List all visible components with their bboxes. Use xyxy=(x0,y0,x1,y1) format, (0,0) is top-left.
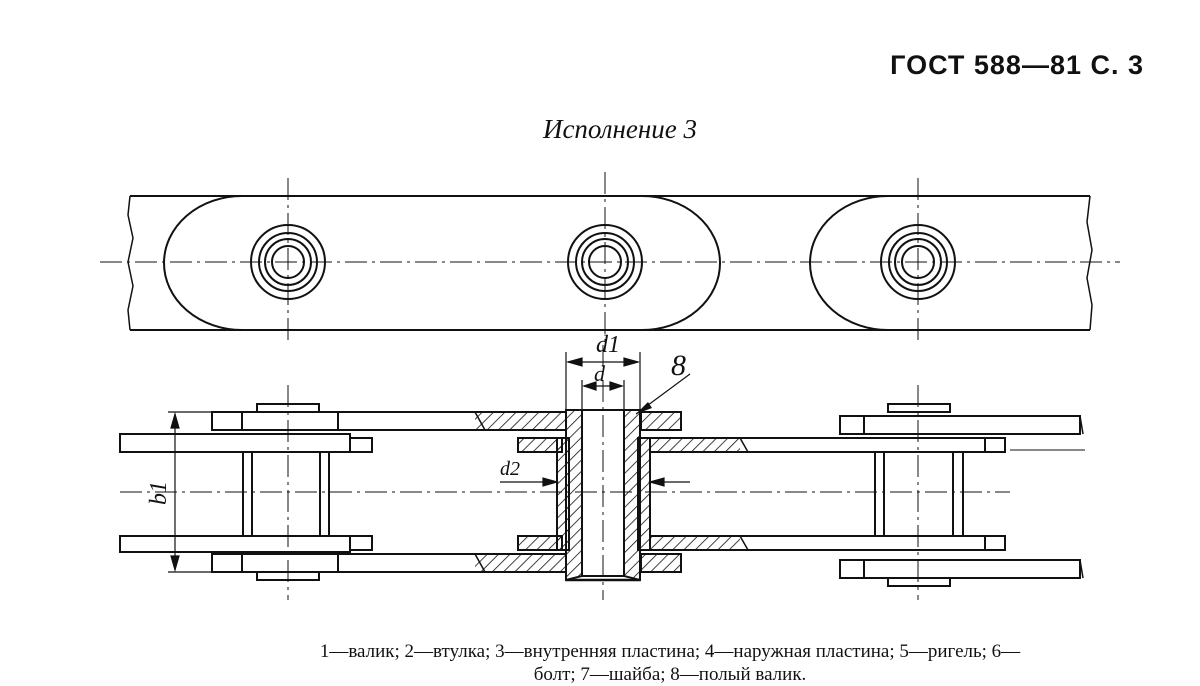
label-d: d xyxy=(594,361,606,386)
plate-arc-center-right xyxy=(641,195,721,331)
inner-plate-top-hatch xyxy=(650,438,740,452)
left-joint xyxy=(119,403,373,581)
top-view-center-lines xyxy=(100,172,1120,345)
plate-arc-right xyxy=(809,195,889,331)
label-d1: d1 xyxy=(596,332,620,358)
right-joint xyxy=(839,403,1084,587)
page-header: ГОСТ 588—81 С. 3 xyxy=(890,50,1144,80)
left-washer-bottom xyxy=(256,571,320,581)
section-view: d1 d 8 d2 b1 xyxy=(119,332,1085,600)
inner-plate-bottom-hatch xyxy=(650,536,740,550)
dimension-d2 xyxy=(500,477,690,487)
dimension-b1 xyxy=(168,411,212,573)
top-view xyxy=(100,172,1120,345)
dimension-d1 xyxy=(565,352,641,410)
outer-plate-right-top xyxy=(640,411,682,431)
section-title: Исполнение 3 xyxy=(542,114,698,144)
left-outer-plate-top-end xyxy=(241,411,339,431)
dimension-d xyxy=(581,380,625,410)
caption-line-1: 1—валик; 2—втулка; 3—внутренняя пластина… xyxy=(319,641,1021,662)
caption-line-2: болт; 7—шайба; 8—полый валик. xyxy=(533,664,807,685)
top-view-break-left xyxy=(127,195,134,331)
right-washer-bottom xyxy=(887,577,951,587)
outer-plate-bottom-hatch xyxy=(475,554,565,572)
hollow-pin-wall-right xyxy=(623,409,641,582)
label-b1: b1 xyxy=(146,481,172,505)
label-d2: d2 xyxy=(500,458,520,480)
hollow-pin-wall-left xyxy=(565,409,583,582)
plate-arc-left xyxy=(163,195,243,331)
right-outer-plate-top xyxy=(863,415,1081,435)
left-outer-plate-bottom-end xyxy=(241,553,339,573)
inner-plate-left-bottom xyxy=(517,535,563,551)
left-inner-plate-top xyxy=(119,433,351,453)
left-bushing xyxy=(242,451,330,537)
right-washer-top xyxy=(887,403,951,413)
outer-plate-top-hatch xyxy=(475,412,565,430)
label-callout-8: 8 xyxy=(671,349,686,382)
hollow-pin-section xyxy=(517,409,682,582)
inner-plate-left-top xyxy=(517,437,563,453)
figure-caption: 1—валик; 2—втулка; 3—внутренняя пластина… xyxy=(120,640,1200,686)
top-view-break-right xyxy=(1086,195,1093,331)
left-inner-plate-bottom xyxy=(119,535,351,553)
right-outer-plate-bottom xyxy=(863,559,1081,579)
right-bushing xyxy=(874,451,964,537)
outer-plate-right-bottom xyxy=(640,553,682,573)
